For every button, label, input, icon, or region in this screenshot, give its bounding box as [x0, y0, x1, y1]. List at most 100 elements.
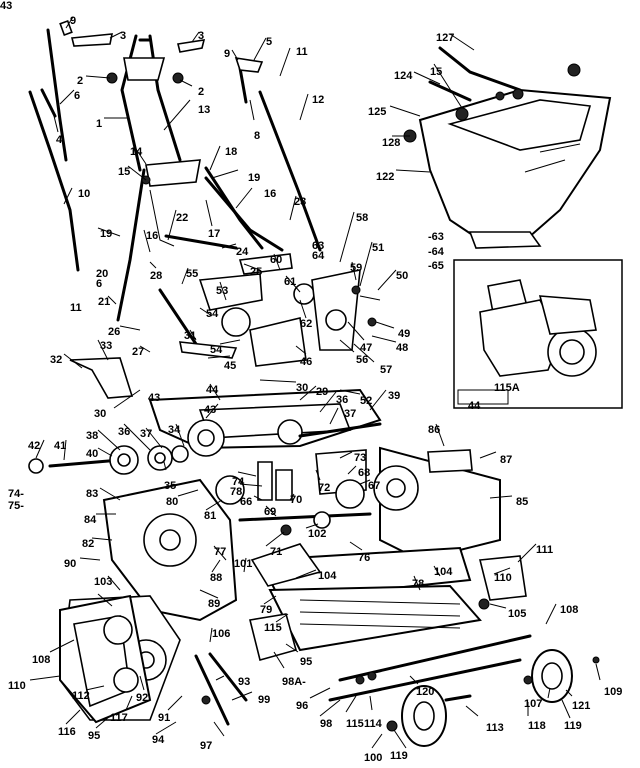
callout-label: 66 — [240, 496, 252, 508]
chain-case — [59, 594, 248, 726]
callout-label: 71 — [270, 546, 282, 558]
roller-housing — [28, 388, 382, 475]
callout-label: 24 — [236, 246, 249, 258]
callout-label: 36 — [118, 426, 130, 438]
callout-label: 89 — [208, 598, 220, 610]
callout-label: 87 — [500, 454, 512, 466]
callout-label: 96 — [296, 700, 308, 712]
callout-label: 118 — [528, 720, 546, 732]
callout-label: 98 — [320, 718, 332, 730]
callout-label: 91 — [158, 712, 170, 724]
callout-label: 3 — [198, 30, 204, 42]
callout-label: 115 — [264, 622, 282, 634]
callout-label: 47 — [360, 342, 372, 354]
callout-label: 43 — [204, 404, 216, 416]
callout-label: 112 — [72, 690, 90, 702]
callout-label: 77 — [214, 546, 226, 558]
callout-label: 3 — [120, 30, 126, 42]
callout-label: 2 — [77, 75, 83, 87]
callout-label: 54 — [210, 344, 223, 356]
callout-label: 93 — [238, 676, 250, 688]
callout-label: 110 — [494, 572, 512, 584]
callout-label: 40 — [86, 448, 98, 460]
callout-label: 107 — [524, 698, 542, 710]
callout-label: 4 — [56, 134, 63, 146]
callout-label: 124 — [394, 70, 413, 82]
callout-label: 32 — [50, 354, 62, 366]
callout-label: 115A — [494, 382, 520, 394]
callout-label: 73 — [354, 452, 366, 464]
callout-label: 67 — [368, 480, 380, 492]
callout-label: 113 — [486, 722, 504, 734]
callout-label: 10 — [78, 188, 90, 200]
callout-label: 52 — [360, 395, 372, 407]
callout-label: 16 — [264, 188, 276, 200]
callout-label: 75- — [8, 500, 24, 512]
callout-label: 104 — [434, 566, 453, 578]
callout-label: 102 — [308, 528, 326, 540]
callout-label: 114 — [364, 718, 383, 730]
callout-label: 106 — [212, 628, 230, 640]
callout-label: 6 — [74, 90, 80, 102]
callout-label: 37 — [140, 428, 152, 440]
callout-label: 35 — [164, 480, 176, 492]
callout-label: 19 — [248, 172, 260, 184]
callout-label: 11 — [70, 302, 82, 314]
callout-label: 119 — [390, 750, 408, 762]
callout-label: 43 — [0, 0, 12, 12]
callout-label: 9 — [70, 15, 76, 27]
callout-label: 121 — [572, 700, 590, 712]
callout-label: 18 — [225, 146, 237, 158]
callout-label: 76 — [358, 552, 370, 564]
callout-label: 19 — [100, 228, 112, 240]
callout-label: 42 — [28, 440, 40, 452]
callout-label: 103 — [94, 576, 112, 588]
callout-label: 56 — [356, 354, 368, 366]
callout-label: 54 — [206, 308, 219, 320]
callout-label: 49 — [398, 328, 410, 340]
callout-label: 80 — [166, 496, 178, 508]
callout-label: 68 — [358, 467, 370, 479]
callout-label: 39 — [388, 390, 400, 402]
grass-catcher — [403, 46, 612, 249]
callout-label: -65 — [428, 260, 444, 272]
callout-label: 57 — [380, 364, 392, 376]
callout-label: 34 — [168, 424, 181, 436]
callout-label: 122 — [376, 171, 394, 183]
callout-label: 98A- — [282, 676, 306, 688]
callout-label: 16 — [146, 230, 158, 242]
callout-label: 22 — [176, 212, 188, 224]
callout-label: 95 — [88, 730, 100, 742]
callout-label: 104 — [318, 570, 337, 582]
callout-label: 60 — [270, 254, 282, 266]
callout-label: 50 — [396, 270, 408, 282]
engine-inset — [453, 259, 623, 409]
callout-label: 95 — [300, 656, 312, 668]
callout-label: 72 — [318, 482, 330, 494]
callout-label: 29 — [316, 386, 328, 398]
callout-label: 74- — [8, 488, 24, 500]
callout-label: 120 — [416, 686, 434, 698]
callout-label: 36 — [336, 394, 348, 406]
callout-label: 25 — [250, 266, 262, 278]
callout-label: 69 — [264, 506, 276, 518]
callout-label: 9 — [224, 48, 230, 60]
callout-label: 84 — [84, 514, 97, 526]
callout-label: 78 — [412, 578, 424, 590]
control-linkage — [69, 253, 381, 399]
callout-label: 59 — [350, 262, 362, 274]
callout-label: 20 — [96, 268, 108, 280]
callout-label: 74 — [232, 476, 245, 488]
callout-label: 31 — [184, 330, 196, 342]
callout-label: 110 — [8, 680, 26, 692]
callout-label: 46 — [300, 356, 312, 368]
callout-label: 70 — [290, 494, 302, 506]
callout-label: 101 — [234, 558, 252, 570]
callout-label: 105 — [508, 608, 526, 620]
callout-label: 53 — [216, 285, 228, 297]
callout-label: 58 — [356, 212, 368, 224]
callout-label: 43 — [148, 392, 160, 404]
callout-label: 14 — [130, 146, 143, 158]
callout-label: 82 — [82, 538, 94, 550]
